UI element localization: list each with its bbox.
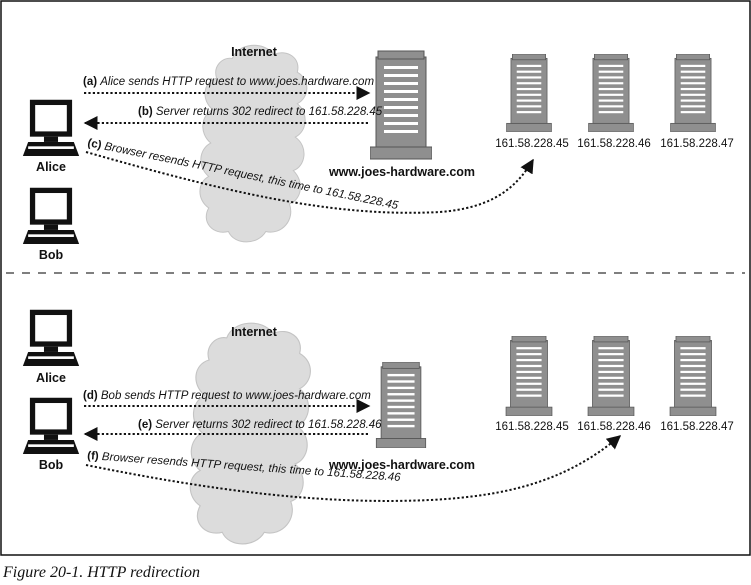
server-ip: 161.58.228.47 bbox=[660, 421, 734, 433]
computer-icon bbox=[22, 397, 80, 454]
server-icon bbox=[506, 54, 552, 132]
server-hostname: www.joes-hardware.com bbox=[328, 165, 475, 179]
message-a: (a) Alice sends HTTP request to www.joes… bbox=[83, 76, 374, 88]
message-e: (e) Server returns 302 redirect to 161.5… bbox=[138, 419, 382, 431]
redirection-diagram: Internet Alice Bob www.joes-hardware.com… bbox=[0, 0, 751, 556]
internet-cloud-icon bbox=[199, 44, 308, 243]
server-icon bbox=[670, 54, 716, 132]
user-label-alice: Alice bbox=[36, 160, 66, 174]
server-ip: 161.58.228.46 bbox=[577, 138, 651, 150]
figure-caption: Figure 20-1. HTTP redirection bbox=[3, 564, 201, 581]
cloud-label: Internet bbox=[231, 325, 278, 339]
arrow-resend bbox=[85, 151, 534, 214]
server-icon bbox=[370, 50, 432, 160]
server-ip: 161.58.228.45 bbox=[495, 138, 569, 150]
computer-icon bbox=[22, 187, 80, 244]
message-b: (b) Server returns 302 redirect to 161.5… bbox=[138, 106, 383, 118]
server-icon bbox=[669, 336, 717, 416]
user-label-bob: Bob bbox=[39, 458, 64, 472]
server-ip: 161.58.228.47 bbox=[660, 138, 734, 150]
server-ip: 161.58.228.46 bbox=[577, 421, 651, 433]
server-icon bbox=[588, 54, 634, 132]
arrow-resend bbox=[85, 435, 622, 502]
user-label-alice: Alice bbox=[36, 371, 66, 385]
scenario-bottom: Internet Alice Bob www.joes-hardware.com… bbox=[22, 309, 734, 545]
computer-icon bbox=[22, 99, 80, 156]
server-icon bbox=[587, 336, 635, 416]
message-d: (d) Bob sends HTTP request to www.joes-h… bbox=[83, 390, 371, 402]
server-icon bbox=[505, 336, 553, 416]
cloud-label: Internet bbox=[231, 45, 278, 59]
server-icon bbox=[375, 362, 427, 448]
figure-panel: Internet Alice Bob www.joes-hardware.com… bbox=[0, 0, 751, 556]
server-ip: 161.58.228.45 bbox=[495, 421, 569, 433]
computer-icon bbox=[22, 309, 80, 366]
user-label-bob: Bob bbox=[39, 248, 64, 262]
server-hostname: www.joes-hardware.com bbox=[328, 458, 475, 472]
